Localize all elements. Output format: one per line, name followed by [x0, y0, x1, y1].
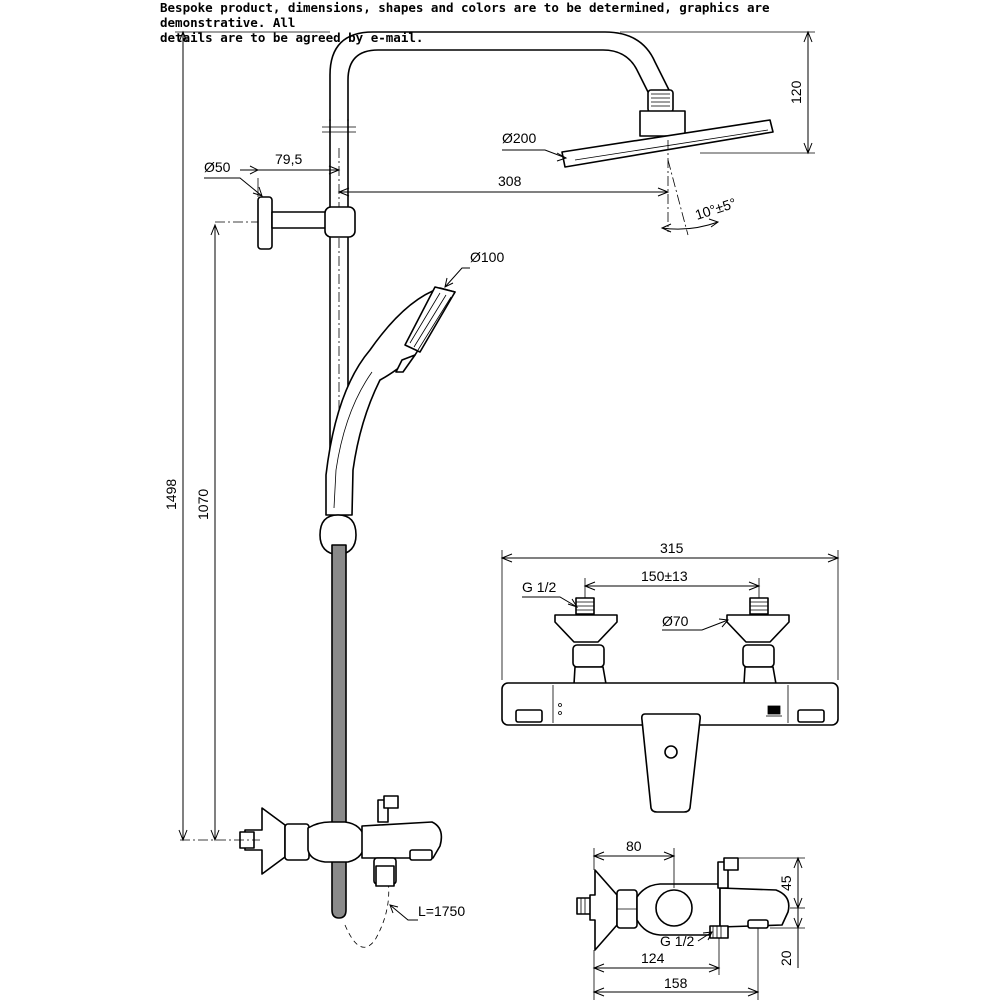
label-hose-length: L=1750	[418, 903, 465, 919]
dim-inlet-thread: G 1/2	[522, 579, 579, 608]
label-side-spout-reach: 158	[664, 975, 688, 991]
dim-inlet-spacing: 150±13	[583, 568, 761, 598]
left-inlet	[554, 597, 618, 690]
mixer-front-view	[501, 597, 839, 813]
disclaimer-line-1: Bespoke product, dimensions, shapes and …	[160, 0, 770, 30]
dim-side-spout-reach: 158	[592, 928, 760, 1000]
dim-side-outlet-reach: 124	[592, 938, 721, 1000]
diverter-handle	[641, 713, 701, 813]
dim-head-tilt: 10°±5°	[660, 159, 738, 236]
hand-shower	[319, 286, 456, 556]
label-wall-flange: Ø50	[204, 159, 231, 175]
label-escutcheon-diameter: Ø70	[662, 613, 689, 629]
label-bracket-height: 1070	[195, 489, 211, 520]
shower-hose	[331, 544, 390, 948]
label-side-top-height: 45	[778, 875, 794, 891]
label-handshower-diameter: Ø100	[470, 249, 504, 265]
wall-bracket	[215, 196, 356, 250]
mixer-body	[501, 682, 839, 726]
label-side-spout-height: 20	[778, 950, 794, 966]
dim-mixer-width: 315	[500, 540, 840, 680]
dim-wall-flange: Ø50	[204, 159, 263, 197]
dim-side-outlet-thread: G 1/2	[660, 931, 713, 949]
label-head-tilt: 10°±5°	[693, 195, 738, 223]
dim-head-diameter: Ø200	[502, 130, 568, 162]
label-side-outlet-reach: 124	[641, 950, 665, 966]
dim-side-depth: 80	[592, 838, 676, 888]
spray-face	[404, 286, 456, 353]
label-arm-reach: 308	[498, 173, 522, 189]
dim-arm-reach: 308	[337, 140, 670, 232]
label-head-diameter: Ø200	[502, 130, 536, 146]
dim-hose-length: L=1750	[389, 903, 465, 921]
shower-head	[561, 89, 774, 168]
dim-bracket-offset: 79,5	[240, 151, 341, 197]
label-mixer-width: 315	[660, 540, 684, 556]
label-side-outlet-thread: G 1/2	[660, 933, 694, 949]
label-total-height: 1498	[163, 479, 179, 510]
label-side-depth: 80	[626, 838, 642, 854]
dim-escutcheon-diameter: Ø70	[662, 613, 729, 631]
mixer-side-view	[576, 857, 790, 951]
column-bath-mixer	[180, 795, 443, 887]
dim-head-drop: 120	[620, 30, 815, 155]
label-inlet-spacing: 150±13	[641, 568, 688, 584]
label-head-drop: 120	[788, 80, 804, 104]
label-bracket-offset: 79,5	[275, 151, 302, 167]
dim-total-height: 1498	[163, 30, 330, 842]
label-inlet-thread: G 1/2	[522, 579, 556, 595]
dim-bracket-height: 1070	[195, 223, 220, 842]
dim-handshower-diameter: Ø100	[444, 249, 504, 288]
dim-side-spout-height: 20	[770, 908, 805, 968]
right-inlet	[726, 597, 790, 690]
